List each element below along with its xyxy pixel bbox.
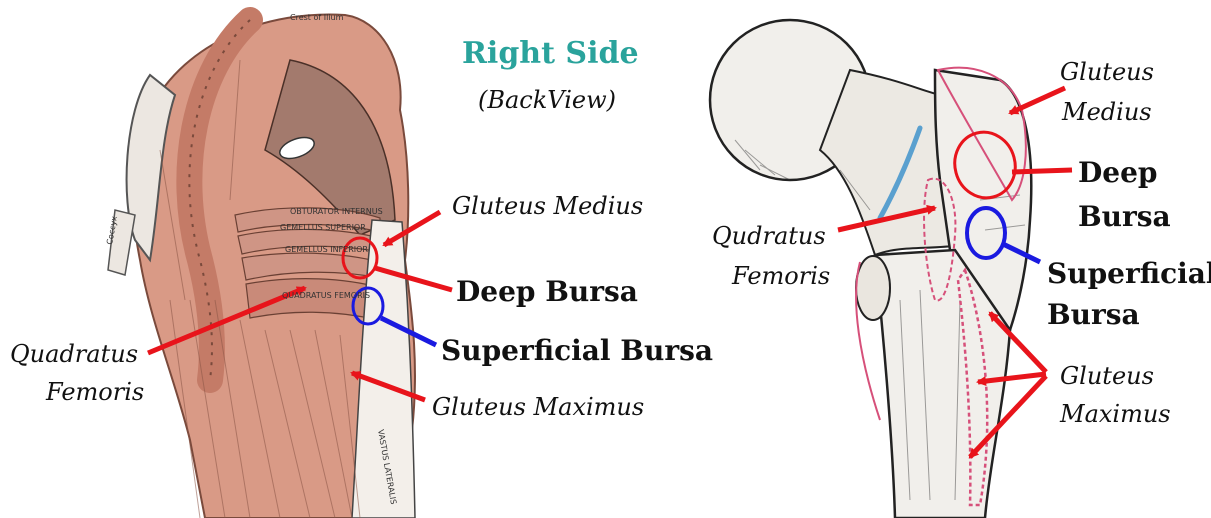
label-deep-right-1: Deep — [1078, 156, 1158, 190]
label-gluteus-medius-right-1: Gluteus — [1060, 58, 1154, 87]
figure-title: Right Side — [462, 36, 632, 72]
figure-subtitle: (BackView) — [462, 86, 632, 115]
label-gluteus-medius-left: Gluteus Medius — [452, 192, 643, 221]
label-deep-bursa-left: Deep Bursa — [456, 275, 638, 309]
label-gluteus-maximus-left: Gluteus Maximus — [432, 393, 644, 422]
label-qudratus-right-1: Qudratus — [712, 222, 826, 251]
lesser-trochanter — [856, 256, 890, 320]
label-gluteus-maximus-right-1: Gluteus — [1060, 362, 1154, 391]
deep-bursa-line-right — [1012, 170, 1072, 172]
coccyx-bone — [108, 210, 135, 275]
label-superficial-right-1: Superficial — [1047, 257, 1211, 291]
label-quadratus-left-1: Quadratus — [10, 340, 138, 369]
label-gluteus-medius-right-2: Medius — [1062, 98, 1152, 127]
label-superficial-right-2: Bursa — [1047, 298, 1140, 332]
hip-muscle-illustration — [108, 14, 452, 518]
label-deep-right-2: Bursa — [1078, 200, 1171, 234]
label-quadratus-left-2: Femoris — [46, 378, 144, 407]
label-superficial-bursa-left: Superficial Bursa — [441, 334, 713, 368]
label-qudratus-right-2: Femoris — [732, 262, 830, 291]
label-gluteus-maximus-right-2: Maximus — [1060, 400, 1171, 429]
